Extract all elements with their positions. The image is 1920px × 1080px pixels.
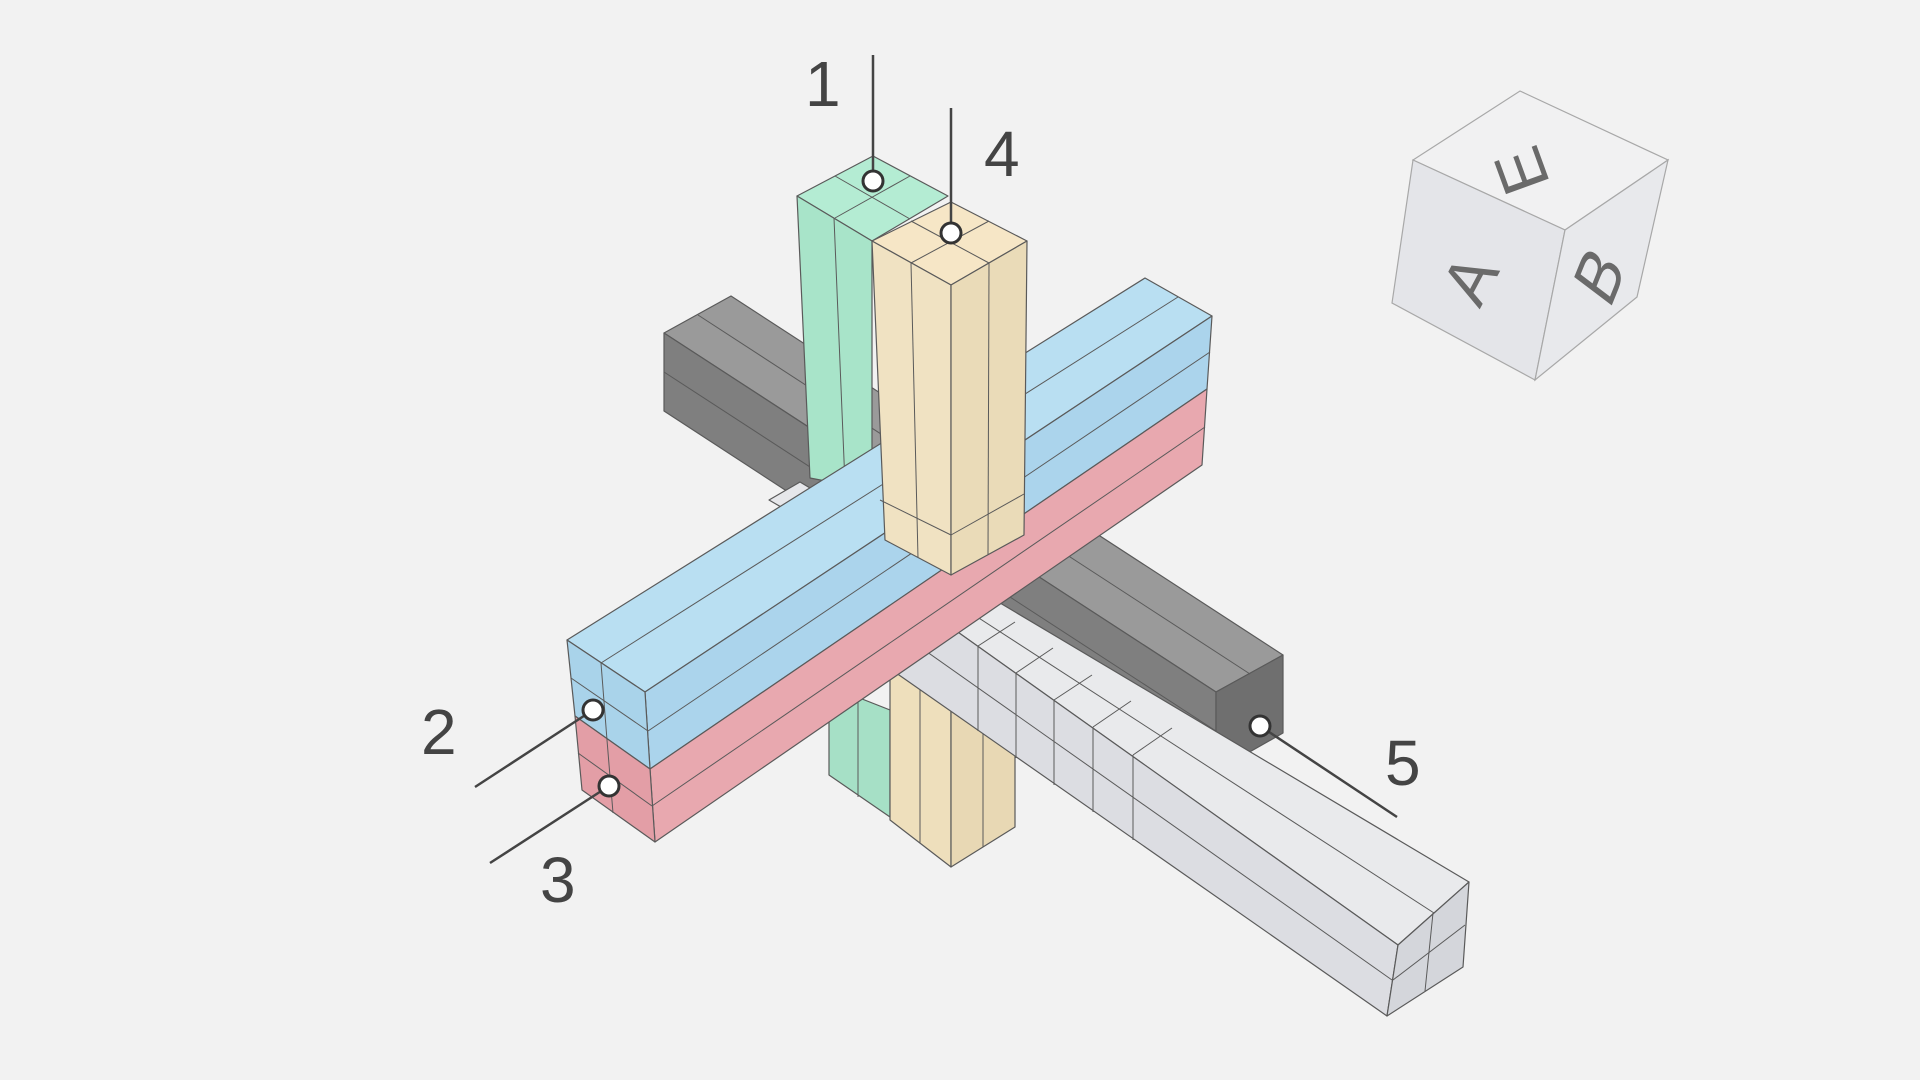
callout-3-anchor <box>597 774 621 798</box>
callout-5: 5 <box>1248 714 1421 819</box>
callout-4-label: 4 <box>984 118 1020 190</box>
callout-5-label: 5 <box>1385 727 1421 799</box>
tan-post <box>871 201 1028 576</box>
view-cube-right-face[interactable] <box>1534 158 1669 382</box>
view-cube[interactable]: E A B <box>1391 90 1670 382</box>
callout-2: 2 <box>421 696 605 789</box>
callout-4-anchor <box>939 221 963 245</box>
callout-5-anchor <box>1248 714 1272 738</box>
callout-3-label: 3 <box>540 844 576 916</box>
callout-3: 3 <box>489 774 621 916</box>
light-beam-end-face <box>1386 881 1470 1017</box>
callout-2-label: 2 <box>421 696 457 768</box>
callout-2-anchor <box>581 698 605 722</box>
callout-1-label: 1 <box>805 48 841 120</box>
callout-1-anchor <box>861 169 885 193</box>
callout-1: 1 <box>805 48 885 193</box>
callout-4: 4 <box>939 108 1020 245</box>
